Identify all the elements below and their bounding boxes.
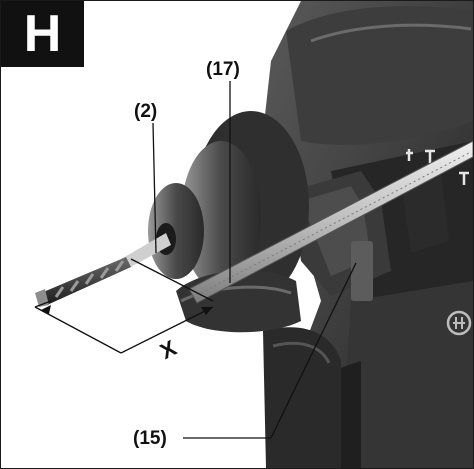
callout-depth-stop-rod: (17) bbox=[206, 59, 240, 80]
leader-lines bbox=[152, 81, 357, 439]
callout-drill-bit: (2) bbox=[134, 101, 158, 122]
bosch-logo-icon bbox=[446, 310, 472, 336]
depth-stop-rod bbox=[188, 140, 473, 304]
mode-symbols bbox=[406, 149, 469, 185]
dimension-x-marker bbox=[34, 258, 214, 354]
drill-bit bbox=[35, 233, 171, 307]
figure-letter-badge: H bbox=[1, 1, 84, 67]
callout-depth-stop-button: (15) bbox=[133, 428, 167, 449]
